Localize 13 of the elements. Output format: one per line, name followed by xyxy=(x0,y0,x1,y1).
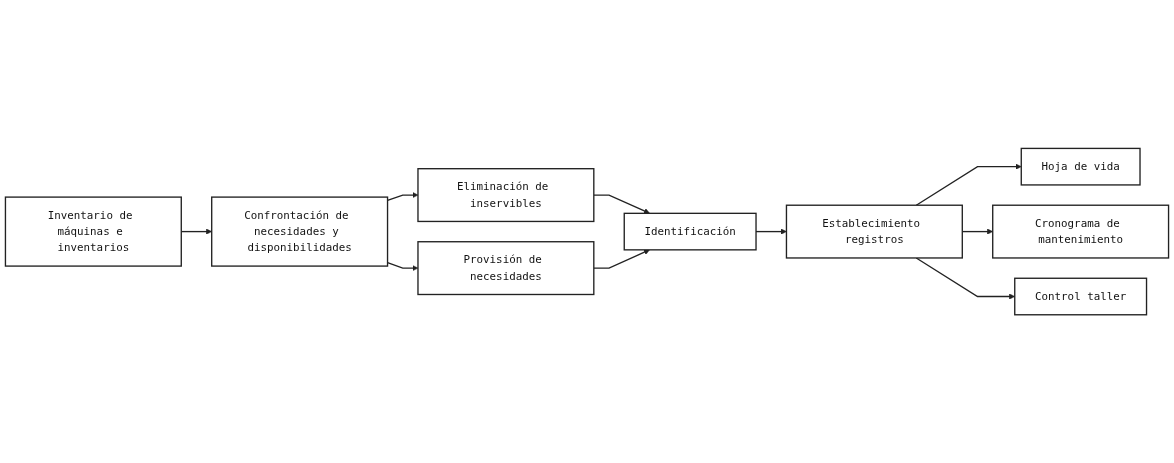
node-box: Provisión de necesidades xyxy=(417,240,595,296)
node-box: Cronograma de mantenimiento xyxy=(992,204,1170,259)
arrow xyxy=(915,257,1015,300)
node-box: Control taller xyxy=(1014,277,1148,316)
arrow xyxy=(915,163,1022,206)
node-box: Confrontación de necesidades y disponibilidades xyxy=(211,196,389,267)
node-box: Hoja de vida xyxy=(1020,147,1141,186)
node-box: Identificación xyxy=(623,212,757,251)
node-box: Eliminación de inservibles xyxy=(417,167,595,223)
node-box: Establecimiento registros xyxy=(785,204,963,259)
node-box: Inventario de máquinas e inventarios xyxy=(4,196,182,267)
arrow xyxy=(593,249,650,269)
arrow xyxy=(593,194,650,214)
